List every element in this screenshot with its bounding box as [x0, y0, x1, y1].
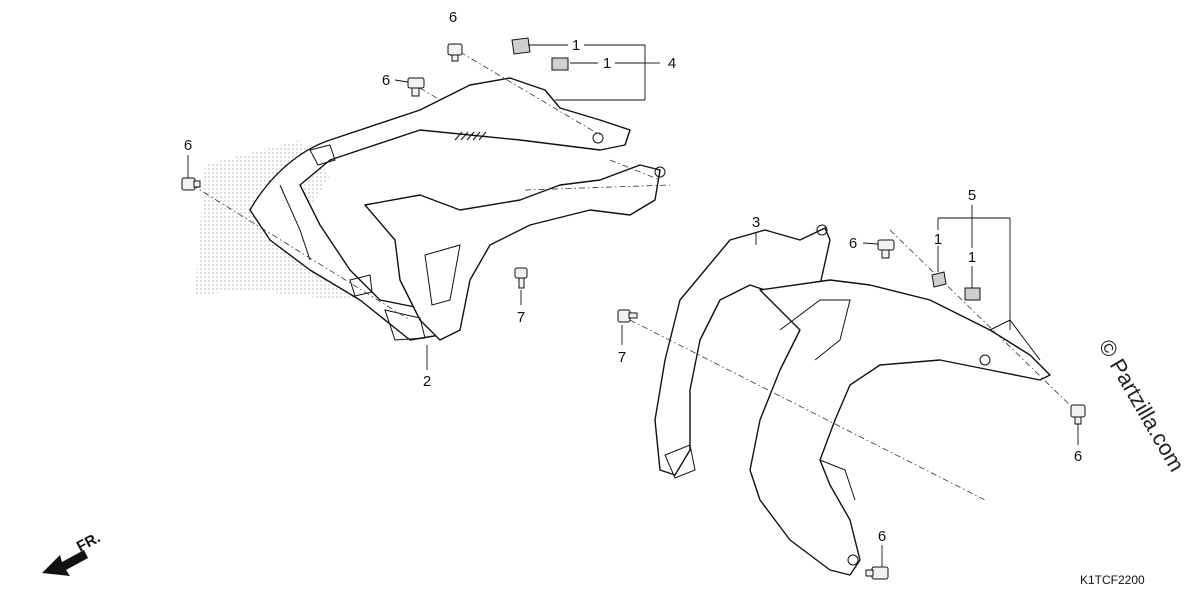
screw-7-right [617, 309, 638, 323]
pad-1a [511, 37, 531, 55]
bolt-6-bottom [865, 566, 889, 580]
diagram-code: K1TCF2200 [1080, 573, 1145, 587]
copyright-watermark: © Partzilla.com [1094, 335, 1190, 476]
callout-6-mid: 6 [849, 235, 857, 252]
pad-1c [931, 271, 947, 288]
callout-6-upper: 6 [382, 72, 390, 89]
callout-6-bottom: 6 [878, 528, 886, 545]
bolt-6-right [1070, 404, 1086, 425]
callout-6-left: 6 [184, 137, 192, 154]
callout-7-left: 7 [517, 309, 525, 326]
callout-1-right-b: 1 [968, 249, 976, 266]
screw-7-left [514, 267, 528, 289]
bolt-top-6 [447, 43, 463, 62]
leader-lines [187, 44, 1079, 567]
bolt-6-left [181, 177, 201, 191]
callout-5: 5 [968, 187, 976, 204]
callout-6-top: 6 [449, 9, 457, 26]
callout-2: 2 [423, 373, 431, 390]
callout-4: 4 [668, 55, 676, 72]
callout-1-upper: 1 [572, 37, 580, 54]
pad-1d [964, 287, 981, 301]
front-direction-arrow: FR. [42, 529, 103, 576]
front-direction-label: FR. [74, 529, 103, 555]
callout-7-right: 7 [618, 349, 626, 366]
assembly-lines [191, 51, 1076, 501]
bolt-6-mid [877, 239, 895, 259]
bolt-6-upper [407, 77, 425, 97]
callout-6-right: 6 [1074, 448, 1082, 465]
callout-1-lower: 1 [603, 55, 611, 72]
pad-1b [551, 57, 569, 71]
right-side-cover-part [654, 224, 1051, 576]
callout-1-right-a: 1 [934, 231, 942, 248]
callout-3: 3 [752, 214, 760, 231]
left-side-cover-part [195, 77, 666, 341]
